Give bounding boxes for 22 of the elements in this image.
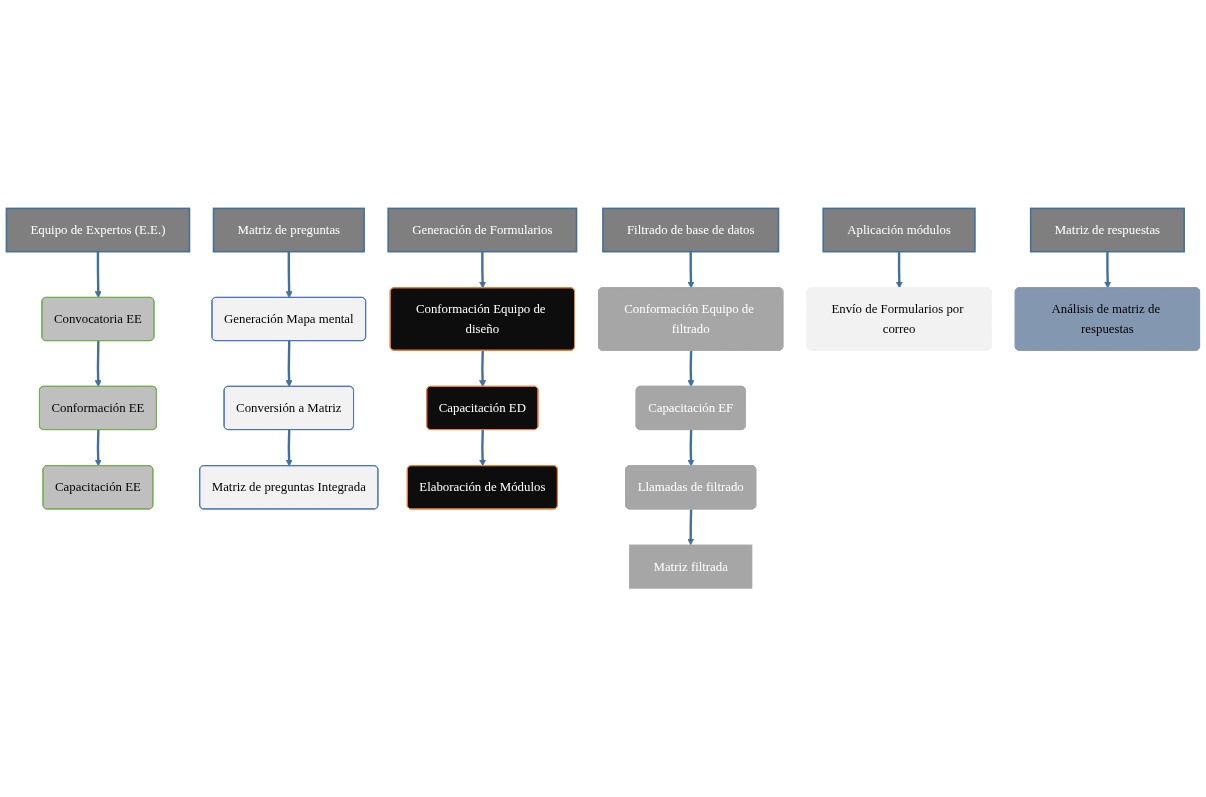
node-box: Matriz filtrada	[629, 544, 753, 589]
arrow	[479, 251, 487, 289]
arrow	[285, 341, 293, 388]
arrow	[94, 251, 102, 299]
node-box: Filtrado de base de datos	[602, 207, 780, 253]
node-box: Matriz de respuestas	[1029, 207, 1185, 253]
arrow	[285, 430, 293, 467]
arrow	[479, 430, 487, 467]
arrow	[1104, 251, 1112, 289]
arrow	[687, 430, 695, 467]
arrow	[687, 251, 695, 289]
arrow	[285, 251, 293, 299]
node-box: Generación de Formularios	[387, 207, 578, 253]
node-box: Equipo de Expertos (E.E.)	[5, 207, 191, 253]
arrow	[687, 350, 695, 388]
node-box: Aplicación módulos	[822, 207, 976, 253]
arrow	[94, 430, 102, 467]
node-box: Matriz de preguntas	[212, 207, 365, 253]
arrow	[479, 350, 487, 388]
arrow	[94, 341, 102, 388]
arrow	[687, 509, 695, 546]
arrow	[895, 251, 903, 289]
